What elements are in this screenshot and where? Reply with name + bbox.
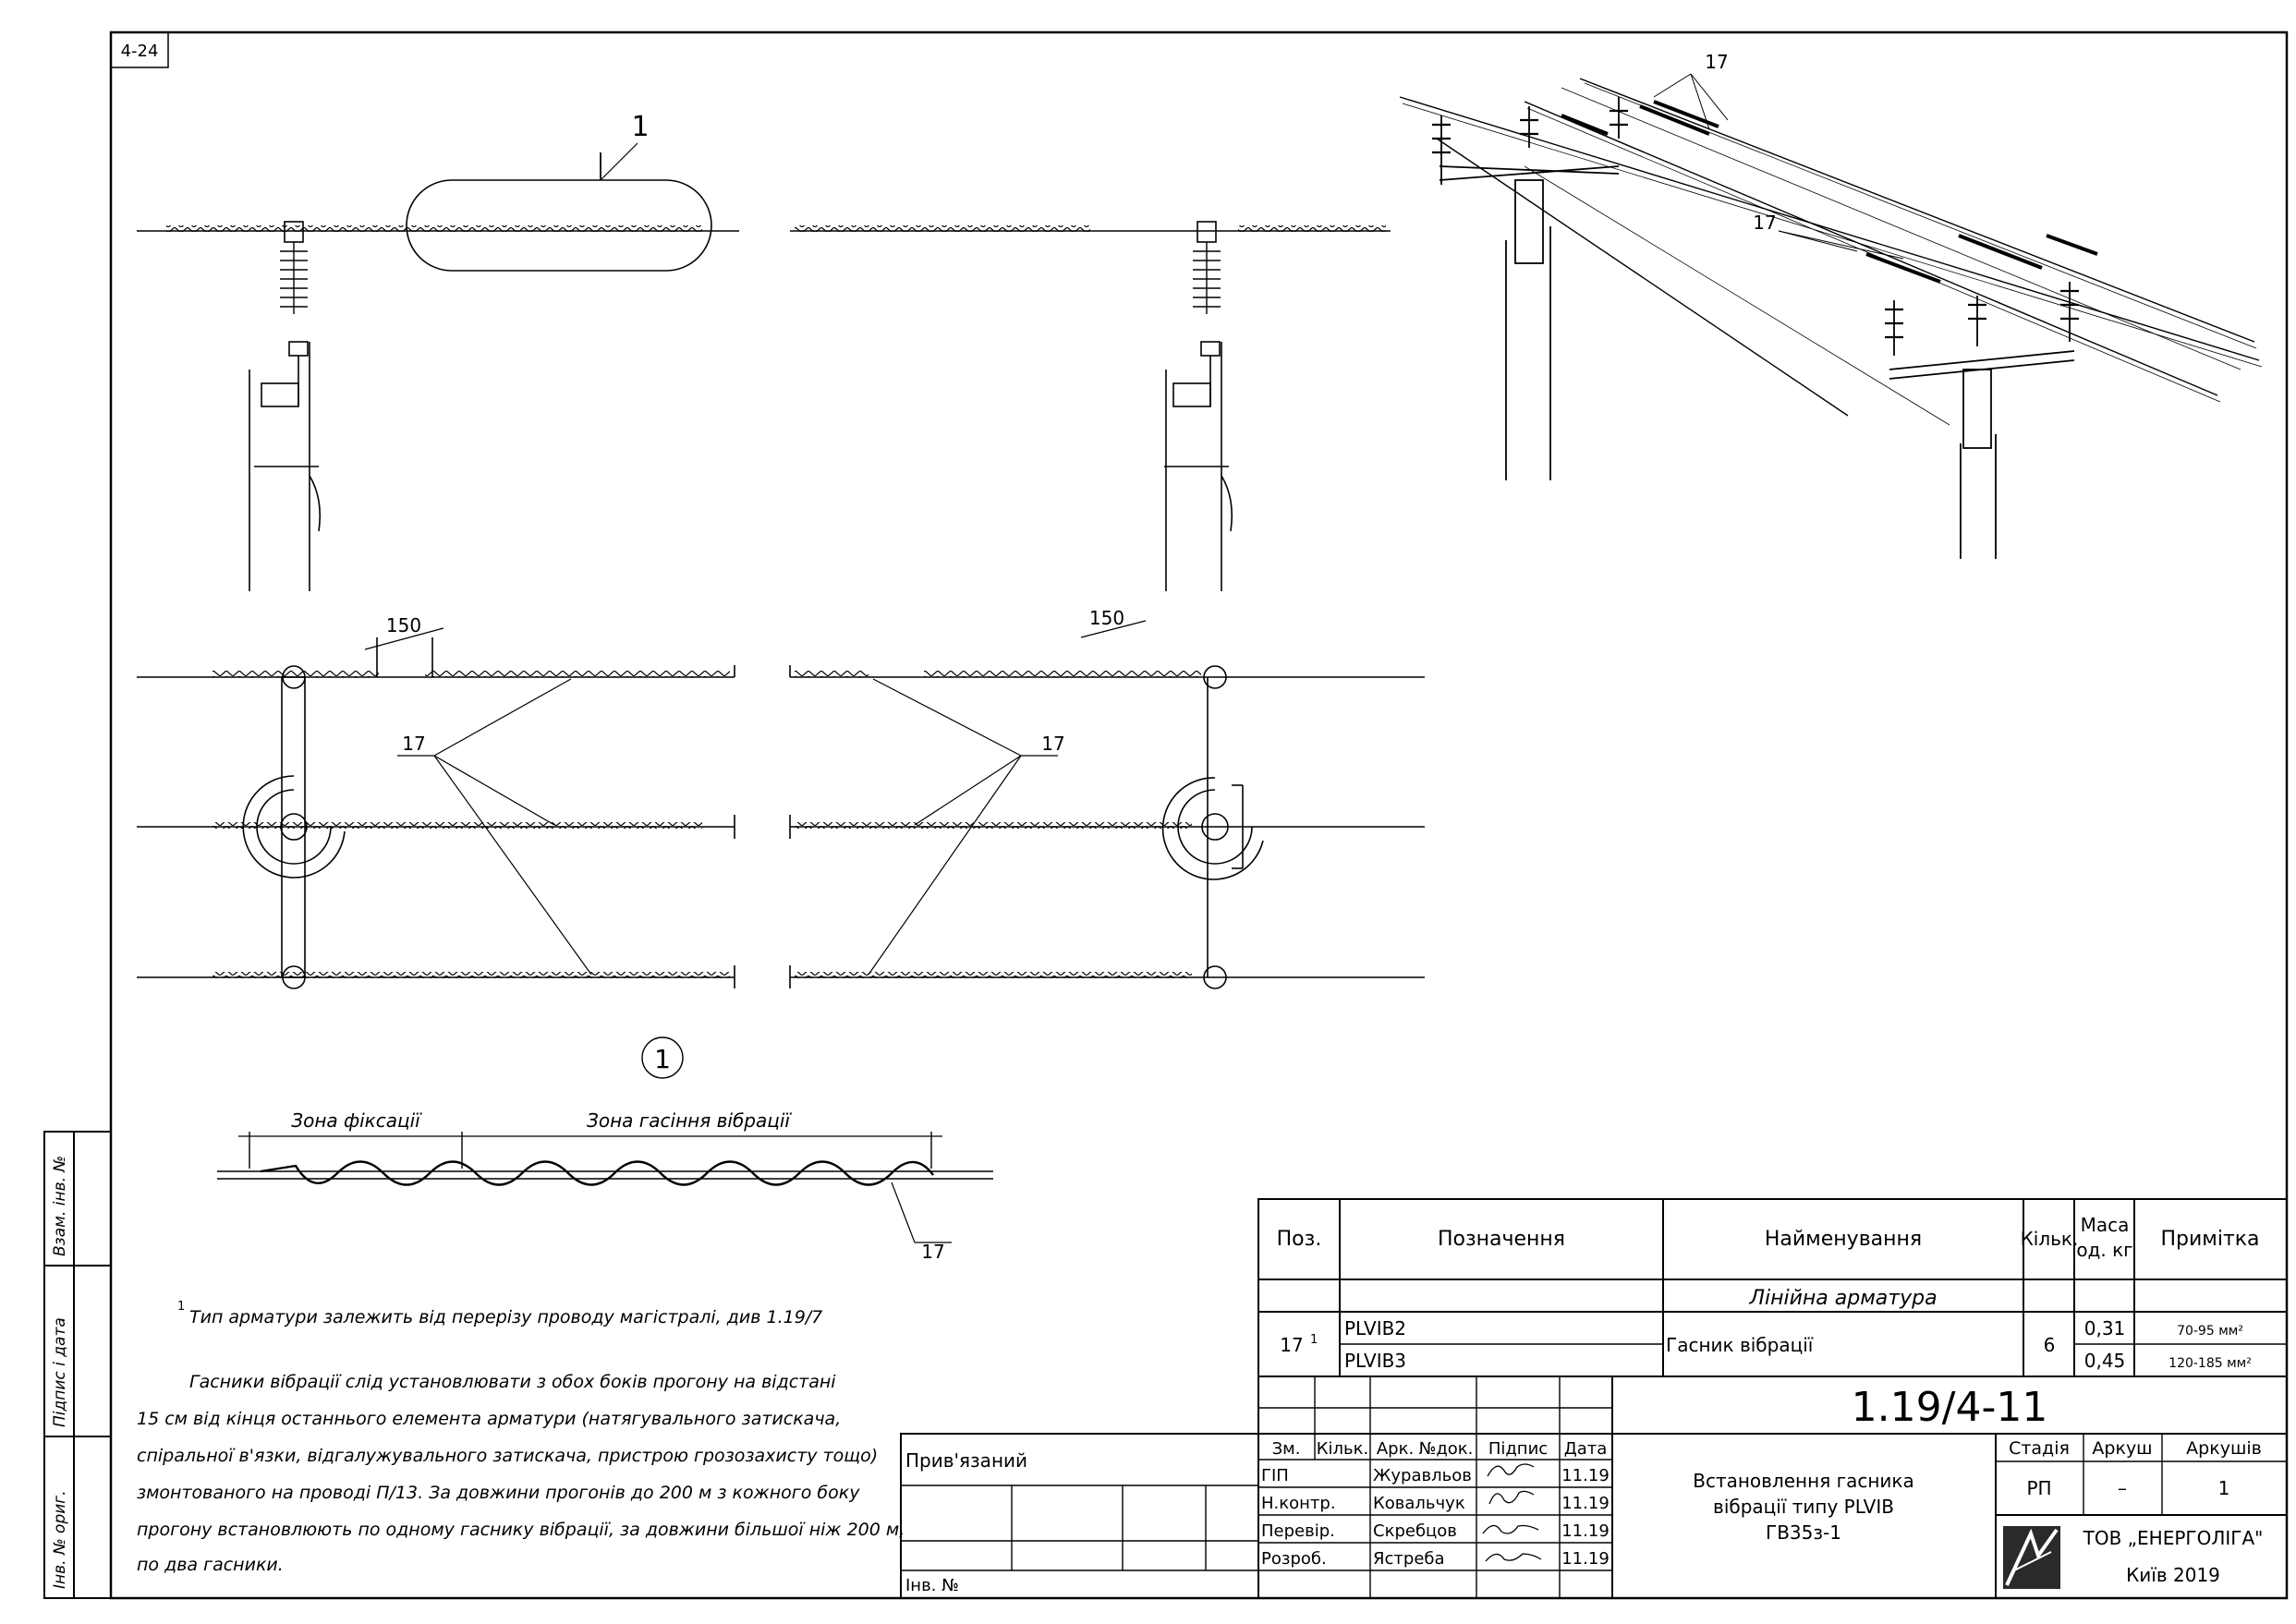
spec-table xyxy=(1257,1198,2288,1377)
stamp-h-sheets: Аркушів xyxy=(2186,1438,2262,1459)
name-0: Журавльов xyxy=(1373,1466,1472,1485)
zone-fix-label: Зона фіксації xyxy=(291,1109,422,1132)
date-0: 11.19 xyxy=(1561,1466,1610,1485)
spec-mass-2: 0,45 xyxy=(2084,1350,2126,1372)
detail-view xyxy=(217,1132,993,1243)
detail-mark: 1 xyxy=(654,1044,671,1074)
stamp-h-pidpys: Підпис xyxy=(1488,1439,1548,1459)
dim-150-left: 150 xyxy=(386,614,421,636)
stamp-h-ark: Арк. xyxy=(1377,1439,1414,1459)
role-1: Н.контр. xyxy=(1261,1494,1336,1513)
company-logo-icon xyxy=(2003,1526,2060,1589)
spec-h-pos: Поз. xyxy=(1277,1228,1322,1251)
drawing-title-1: Встановлення гасника xyxy=(1693,1470,1914,1492)
zone-damp-label: Зона гасіння вібрації xyxy=(587,1109,792,1132)
spec-note-2: 120-185 мм² xyxy=(2168,1356,2252,1371)
side-view-right xyxy=(790,221,1391,591)
spec-h-des: Позначення xyxy=(1438,1228,1565,1251)
note-line-4: змонтованого на проводі П/13. За довжини… xyxy=(137,1483,860,1503)
isometric-view xyxy=(1399,73,2263,559)
spec-pos-sup: 1 xyxy=(1310,1333,1318,1347)
stamp-sheets: 1 xyxy=(2218,1477,2230,1499)
callout-17-left: 17 xyxy=(402,733,425,755)
stamp-stage: РП xyxy=(2026,1477,2051,1499)
note-line-3: спіральної в'язки, відгалужувального зат… xyxy=(137,1446,878,1466)
leaders-17-left xyxy=(397,678,592,976)
spec-mass-1: 0,31 xyxy=(2084,1317,2126,1339)
title-block xyxy=(900,1376,2288,1599)
plan-view-left xyxy=(137,627,735,989)
drawing-title-2: вібрації типу PLVIB xyxy=(1713,1496,1894,1518)
note-line-6: по два гасники. xyxy=(137,1555,284,1575)
leaders-17-right xyxy=(868,678,1058,976)
spec-qty: 6 xyxy=(2044,1334,2056,1356)
stamp-h-kilk: Кільк. xyxy=(1317,1439,1369,1459)
stamp-h-sheet: Аркуш xyxy=(2092,1438,2152,1459)
spec-h-note: Примітка xyxy=(2160,1228,2259,1251)
footnote-text: Тип арматури залежить від перерізу прово… xyxy=(189,1307,822,1327)
stamp-inv: Інв. № xyxy=(905,1576,959,1595)
role-3: Розроб. xyxy=(1261,1549,1327,1569)
spec-group: Лінійна арматура xyxy=(1748,1287,1937,1310)
spec-pos: 17 xyxy=(1280,1334,1303,1356)
name-2: Скребцов xyxy=(1373,1521,1457,1541)
footnote-mark: 1 xyxy=(177,1300,185,1314)
stamp-h-data: Дата xyxy=(1564,1439,1608,1459)
detail-pos-label: 17 xyxy=(921,1241,944,1263)
doc-code: 1.19/4-11 xyxy=(1852,1384,2048,1431)
spec-h-qty: Кільк. xyxy=(2021,1228,2079,1250)
drawing-title-3: ГВ35з-1 xyxy=(1766,1521,1841,1544)
plan-view-right xyxy=(789,620,1425,989)
spec-note-1: 70-95 мм² xyxy=(2177,1324,2243,1339)
role-0: ГІП xyxy=(1261,1466,1289,1485)
stamp-sheet: – xyxy=(2118,1477,2127,1499)
company-name: ТОВ „ЕНЕРГОЛІГА" xyxy=(2083,1527,2264,1549)
spec-h-mass1: Маса xyxy=(2081,1214,2130,1236)
signatures xyxy=(1482,1463,1542,1562)
strip-label-c: Інв. № ориг. xyxy=(51,1490,69,1589)
spec-h-name: Найменування xyxy=(1765,1228,1922,1251)
spec-des-2: PLVIB3 xyxy=(1344,1350,1406,1372)
note-line-1: Гасники вібрації слід установлювати з об… xyxy=(189,1372,836,1392)
spec-name: Гасник вібрації xyxy=(1666,1334,1814,1356)
date-3: 11.19 xyxy=(1561,1549,1610,1569)
role-2: Перевір. xyxy=(1261,1521,1335,1541)
spec-des-1: PLVIB2 xyxy=(1344,1317,1406,1339)
stamp-h-stage: Стадія xyxy=(2009,1438,2070,1459)
detail-mark-circle xyxy=(641,1036,684,1079)
sheet-code: 4-24 xyxy=(121,42,159,61)
side-view-left xyxy=(137,152,739,591)
stamp-h-ndok: №док. xyxy=(1419,1439,1474,1459)
stamp-h-zm: Зм. xyxy=(1272,1439,1301,1459)
name-3: Ястреба xyxy=(1373,1549,1445,1569)
callout-17-iso-mid: 17 xyxy=(1753,212,1776,234)
spec-h-mass2: од. кг xyxy=(2076,1239,2132,1261)
dim-150-right: 150 xyxy=(1089,607,1124,629)
strip-label-b: Підпис і дата xyxy=(51,1317,69,1427)
name-1: Ковальчук xyxy=(1373,1494,1465,1513)
note-line-2: 15 см від кінця останнього елемента арма… xyxy=(137,1409,841,1429)
stamp-attached: Прив'язаний xyxy=(905,1449,1027,1472)
callout-1-top: 1 xyxy=(631,111,649,143)
callout-17-right: 17 xyxy=(1041,733,1064,755)
company-city: Київ 2019 xyxy=(2126,1564,2220,1586)
note-line-5: прогону встановлюють по одному гаснику в… xyxy=(137,1520,905,1540)
callout-17-iso-top: 17 xyxy=(1705,51,1728,73)
strip-label-a: Взам. інв. № xyxy=(51,1156,69,1256)
sheet-frame xyxy=(109,30,2289,1600)
left-strip xyxy=(43,1131,112,1599)
date-1: 11.19 xyxy=(1561,1494,1610,1513)
date-2: 11.19 xyxy=(1561,1521,1610,1541)
